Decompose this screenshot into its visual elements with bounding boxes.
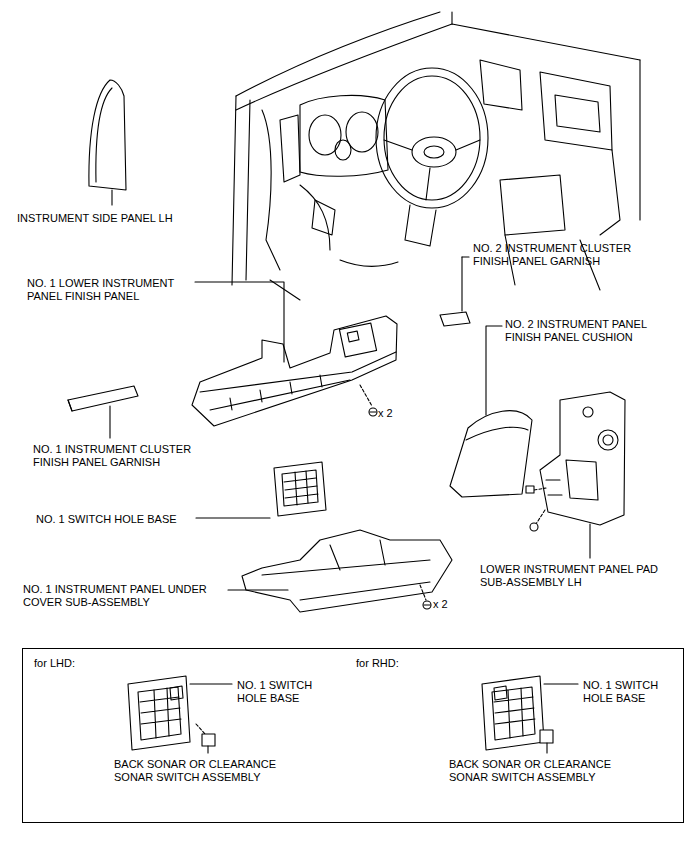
quantity-label: x 2 xyxy=(433,598,473,611)
variant-heading: for RHD: xyxy=(356,657,446,670)
inset-illustrations xyxy=(128,676,578,753)
part-label: NO. 1 SWITCH HOLE BASE xyxy=(237,679,332,705)
part-label: BACK SONAR OR CLEARANCE SONAR SWITCH ASS… xyxy=(449,758,639,784)
part-label: BACK SONAR OR CLEARANCE SONAR SWITCH ASS… xyxy=(114,758,304,784)
variant-heading: for LHD: xyxy=(34,657,124,670)
part-label: INSTRUMENT SIDE PANEL LH xyxy=(17,212,237,225)
part-label: NO. 2 INSTRUMENT CLUSTER FINISH PANEL GA… xyxy=(473,242,653,268)
cushion-illustration xyxy=(450,326,532,497)
finish-panel-illustration xyxy=(192,282,397,426)
garnish-2-illustration xyxy=(440,257,470,326)
part-label: NO. 1 INSTRUMENT CLUSTER FINISH PANEL GA… xyxy=(33,443,208,469)
garnish-illustration xyxy=(68,386,138,438)
side-panel-illustration xyxy=(89,80,126,205)
part-label: NO. 2 INSTRUMENT PANEL FINISH PANEL CUSH… xyxy=(505,318,665,344)
part-label: NO. 1 INSTRUMENT PANEL UNDER COVER SUB-A… xyxy=(23,583,228,609)
note-box: for LHD: NO. 1 SWITCH HOLE BASE BACK SONAR… xyxy=(22,648,684,823)
pad-illustration xyxy=(526,392,625,558)
part-label: NO. 1 SWITCH HOLE BASE xyxy=(36,513,194,526)
part-label: NO. 1 LOWER INSTRUMENT PANEL FINISH PANE… xyxy=(27,277,192,303)
part-label: NO. 1 SWITCH HOLE BASE xyxy=(583,679,678,705)
switch-base-illustration xyxy=(196,462,326,518)
quantity-label: x 2 xyxy=(378,407,418,420)
under-cover-illustration xyxy=(228,530,452,612)
part-label: LOWER INSTRUMENT PANEL PAD SUB-ASSEMBLY … xyxy=(480,563,660,589)
